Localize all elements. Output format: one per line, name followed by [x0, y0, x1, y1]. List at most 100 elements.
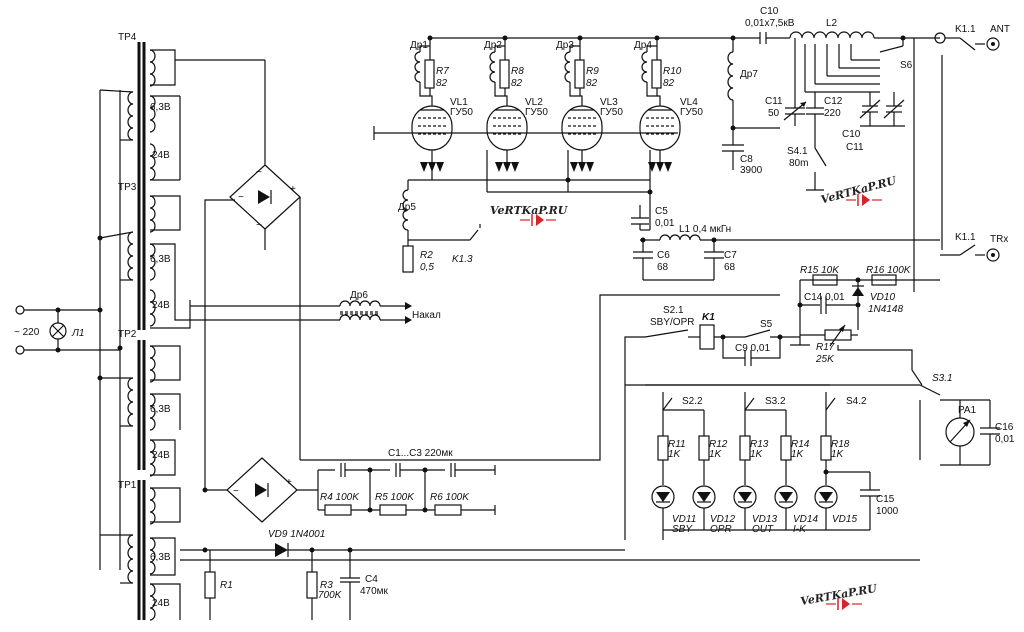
pa1-label: PA1 — [958, 405, 977, 416]
antenna-relay: K1.1 ANT K1.1 TRx — [934, 24, 1010, 262]
c8-label: C8 — [740, 154, 753, 165]
c11b-label: C11 — [846, 142, 864, 153]
c7-value: 68 — [724, 262, 736, 273]
vd13-sub: OUT — [752, 524, 774, 535]
r7-value: 82 — [436, 78, 448, 89]
input-network: C5 0,01 L1 0,4 мкГн C6 68 C7 68 — [631, 205, 940, 281]
indicator-bank: S2.2 S3.2 S4.2 R11 1K R12 1K R13 1K R14 … — [645, 384, 899, 540]
c15-value: 1000 — [876, 506, 899, 517]
control-switches: S2.1 SBY/OPR K1 S5 C9 0,01 — [300, 294, 800, 540]
r12-label: R12 — [709, 439, 728, 450]
k13-label: K1.3 — [452, 254, 473, 265]
s6-label: S6 — [900, 60, 913, 71]
s32-label: S3.2 — [765, 396, 786, 407]
anode-stage-4: Др4 R10 82 — [634, 38, 682, 106]
label-tp1-63v: 6,3В — [150, 552, 171, 563]
lamp-l1-label: Л1 — [71, 328, 84, 339]
label-tp2-63v: 6,3В — [150, 404, 171, 415]
dr1-label: Др1 — [410, 40, 428, 51]
bias-supply: VD9 1N4001 R1 R3 700K C4 470мк — [180, 529, 920, 620]
c8-value: 3900 — [740, 165, 763, 176]
vd14-sub: I-K — [793, 524, 807, 535]
transformer-stack: ТР4 ТР3 ТР2 ТР1 6,3В 24В 6,3В 24В 6,3В 2… — [97, 32, 195, 621]
label-tp2-24v: 24В — [152, 450, 170, 461]
r9-label: R9 — [586, 66, 599, 77]
tube-vl3: VL3 ГУ50 — [561, 97, 623, 172]
r4-label: R4 100K — [320, 492, 360, 503]
tube-vl3-type: ГУ50 — [600, 107, 623, 118]
vd12-label: VD12 — [710, 514, 735, 525]
vd10-label: VD10 — [870, 292, 895, 303]
c10b-label: C10 — [842, 129, 861, 140]
bridge-rectifier-upper: − + ~ ~ — [175, 59, 301, 460]
filament-label: Накал — [412, 310, 441, 321]
r17-value: 25K — [815, 354, 835, 365]
vd10-value: 1N4148 — [868, 304, 903, 315]
vd15-label: VD15 — [832, 514, 857, 525]
r14-label: R14 — [791, 439, 810, 450]
r13-label: R13 — [750, 439, 769, 450]
tube-vl1-label: VL1 — [450, 97, 468, 108]
c6-value: 68 — [657, 262, 669, 273]
alc-circuit: R15 10K R16 100K C14 0,01 VD10 1N4148 R1… — [790, 265, 940, 386]
watermark-2: VeRTKaP.RU — [819, 174, 898, 207]
c5-label: C5 — [655, 206, 668, 217]
vd11-label: VD11 — [672, 514, 696, 525]
c10-value: 0,01x7,5кВ — [745, 18, 795, 29]
svg-text:+: + — [286, 477, 292, 488]
tube-vl2-label: VL2 — [525, 97, 543, 108]
r10-label: R10 — [663, 66, 682, 77]
r2-label: R2 — [420, 250, 433, 261]
hv-filter: C1...C3 220мк R4 100K R5 100K R6 100K — [317, 448, 496, 516]
r6-label: R6 100K — [430, 492, 470, 503]
label-tp3-63v: 6,3В — [150, 254, 171, 265]
bridge-rectifier-lower: − + — [202, 199, 318, 523]
k11-label-bottom: K1.1 — [955, 232, 976, 243]
choke-dr7-c8: Др7 C8 3900 — [722, 38, 780, 176]
label-tp1: ТР1 — [118, 480, 137, 491]
label-tp4-63v: 6,3В — [150, 102, 171, 113]
r18-label: R18 — [831, 439, 850, 450]
trx-label: TRx — [990, 234, 1008, 245]
r7-label: R7 — [436, 66, 449, 77]
ant-label: ANT — [990, 24, 1010, 35]
vd12-sub: OPR — [710, 524, 732, 535]
cathode-circuit: Др5 R2 0,5 K1.3 — [398, 180, 481, 273]
svg-text:−: − — [238, 192, 244, 203]
s31-label: S3.1 — [932, 373, 953, 384]
label-tp3-24v: 24В — [152, 300, 170, 311]
c6-label: C6 — [657, 250, 670, 261]
label-tp3: ТР3 — [118, 182, 137, 193]
r11-value: 1K — [668, 449, 682, 460]
c7-label: C7 — [724, 250, 737, 261]
c10-label: C10 — [760, 6, 779, 17]
r11-label: R11 — [668, 439, 686, 450]
tank-circuit: C10 0,01x7,5кВ L2 S6 C11 50 C12 — [745, 6, 940, 292]
c9-label: C9 0,01 — [735, 343, 770, 354]
c14-label: C14 0,01 — [804, 292, 845, 303]
watermark-text-1: VeRTKaP.RU — [490, 204, 569, 217]
grid-bus — [373, 126, 678, 230]
vd9-label: VD9 1N4001 — [268, 529, 325, 540]
label-tp4-24v: 24В — [152, 150, 170, 161]
s22-label: S2.2 — [682, 396, 703, 407]
vd13-label: VD13 — [752, 514, 777, 525]
vd14-label: VD14 — [793, 514, 818, 525]
watermark-text-2: VeRTKaP.RU — [819, 174, 898, 207]
anode-stage-3: Др3 R9 82 — [556, 38, 599, 106]
r2-value: 0,5 — [420, 262, 434, 273]
dr5-label: Др5 — [398, 202, 416, 213]
dr4-label: Др4 — [634, 40, 652, 51]
k1-label: K1 — [702, 312, 715, 323]
s42-label: S4.2 — [846, 396, 867, 407]
vd11-sub: SBY — [672, 524, 693, 535]
s5-label: S5 — [760, 319, 773, 330]
c4-label: C4 — [365, 574, 378, 585]
r8-label: R8 — [511, 66, 524, 77]
watermark-1: VeRTKaP.RU — [490, 204, 569, 226]
l1-label: L1 0,4 мкГн — [679, 224, 731, 235]
svg-text:+: + — [290, 184, 296, 195]
r12-value: 1K — [709, 449, 723, 460]
watermark-3: VeRTKaP.RU — [799, 582, 879, 610]
